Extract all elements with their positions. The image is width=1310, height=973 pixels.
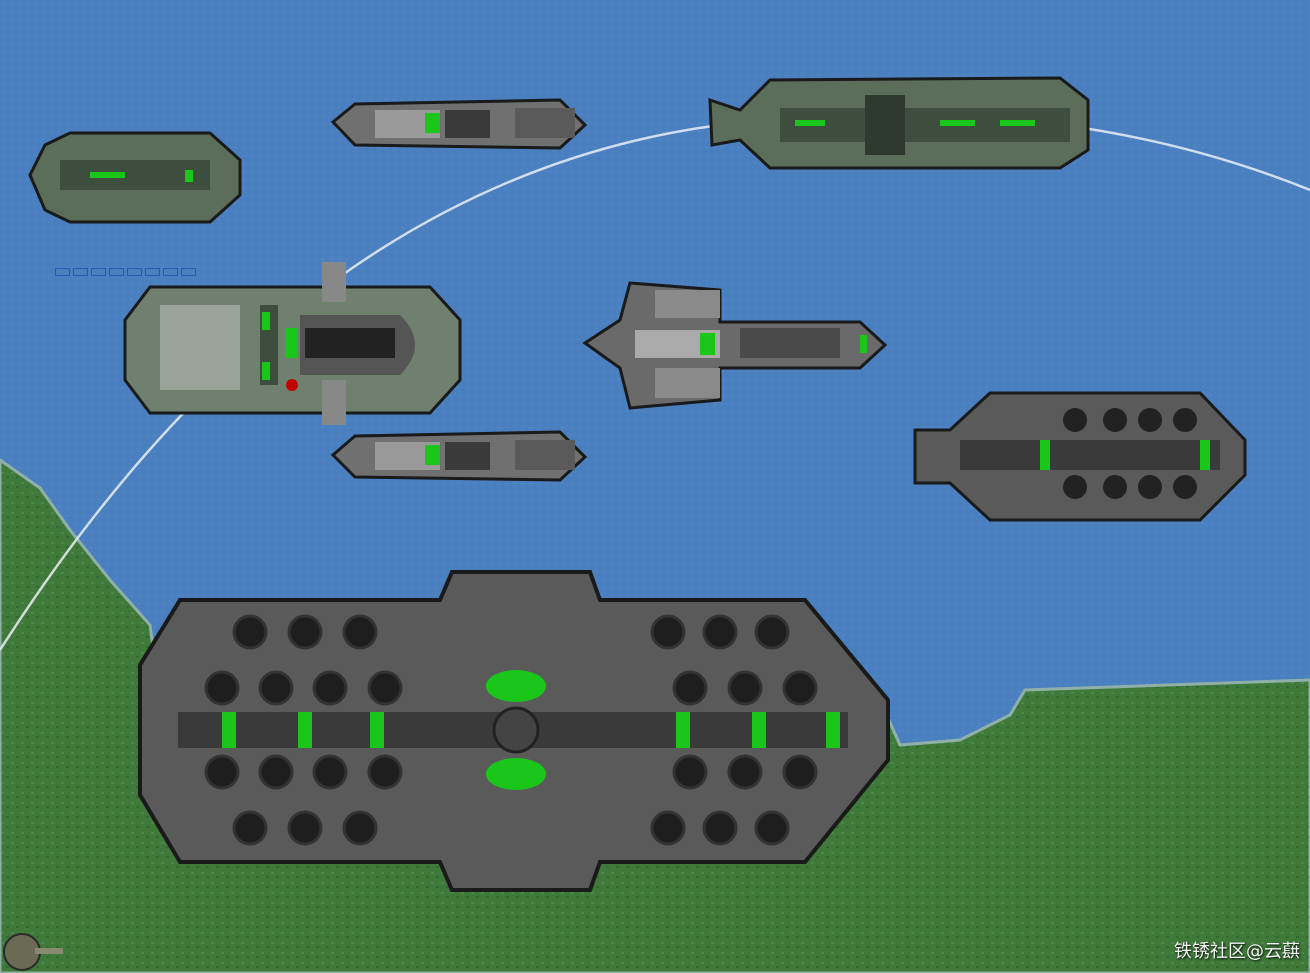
selection-box [145, 268, 160, 276]
unit-gunboat[interactable] [330, 98, 588, 150]
selection-box [73, 268, 88, 276]
unit-tank[interactable] [3, 933, 63, 971]
unit-hovercraft[interactable] [28, 131, 242, 224]
unit-battleship[interactable] [123, 262, 462, 425]
selection-indicator [55, 268, 196, 276]
selection-box [109, 268, 124, 276]
selection-box [163, 268, 178, 276]
selection-box [127, 268, 142, 276]
watermark: 铁锈社区@云蕻 [1174, 941, 1300, 962]
unit-gunboat[interactable] [330, 430, 588, 482]
unit-mega-battleship[interactable] [138, 570, 890, 892]
unit-destroyer[interactable] [582, 281, 888, 410]
selection-box [91, 268, 106, 276]
unit-submarine[interactable] [708, 76, 1090, 170]
unit-carrier[interactable] [913, 391, 1247, 522]
selection-box [55, 268, 70, 276]
selection-box [181, 268, 196, 276]
